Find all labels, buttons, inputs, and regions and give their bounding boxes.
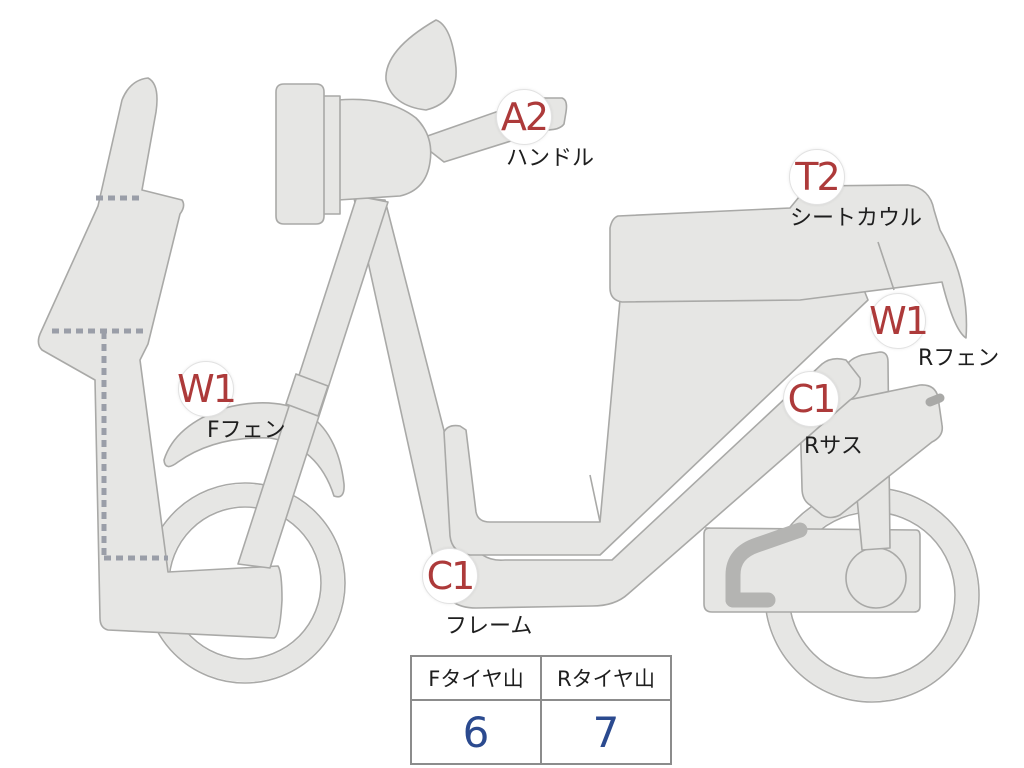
seat-and-cowl	[609, 184, 968, 339]
seat-cowl-label: シートカウル	[790, 206, 923, 231]
front-tire-value: 6	[410, 699, 542, 765]
rear-fender-code: W1	[869, 299, 929, 343]
seat-cowl-code: T2	[795, 155, 840, 199]
rear-shock	[799, 351, 945, 551]
rear-suspension-label: Rサス	[804, 434, 863, 459]
front-fork	[237, 195, 389, 569]
seat-cowl-code-marker: T2	[789, 149, 845, 205]
handle-code: A2	[500, 95, 549, 139]
front-fender-code-marker: W1	[177, 361, 237, 417]
leg-shield	[37, 77, 283, 639]
frame-code-marker: C1	[422, 548, 478, 604]
front-tire-header: Fタイヤ山	[410, 655, 542, 701]
rear-suspension-code: C1	[787, 377, 837, 421]
rear-tire-header: Rタイヤ山	[540, 655, 672, 701]
front-fender-label: Fフェン	[207, 418, 286, 443]
headlight-housing	[275, 83, 432, 225]
main-frame	[353, 197, 862, 609]
frame-code: C1	[426, 554, 476, 598]
tire-tread-table: Fタイヤ山 Rタイヤ山 6 7	[410, 655, 672, 765]
frame-label: フレーム	[445, 614, 533, 639]
windscreen	[385, 19, 457, 111]
tire-table-value-row: 6 7	[410, 699, 672, 765]
handle-label: ハンドル	[506, 146, 595, 171]
rear-suspension-code-marker: C1	[783, 371, 839, 427]
front-fender-code: W1	[177, 367, 237, 411]
rear-fender-code-marker: W1	[869, 293, 929, 349]
rear-tire-value: 7	[540, 699, 672, 765]
tire-table-header-row: Fタイヤ山 Rタイヤ山	[410, 655, 672, 701]
rear-fender-label: Rフェン	[918, 346, 1000, 371]
handle-code-marker: A2	[496, 89, 552, 145]
